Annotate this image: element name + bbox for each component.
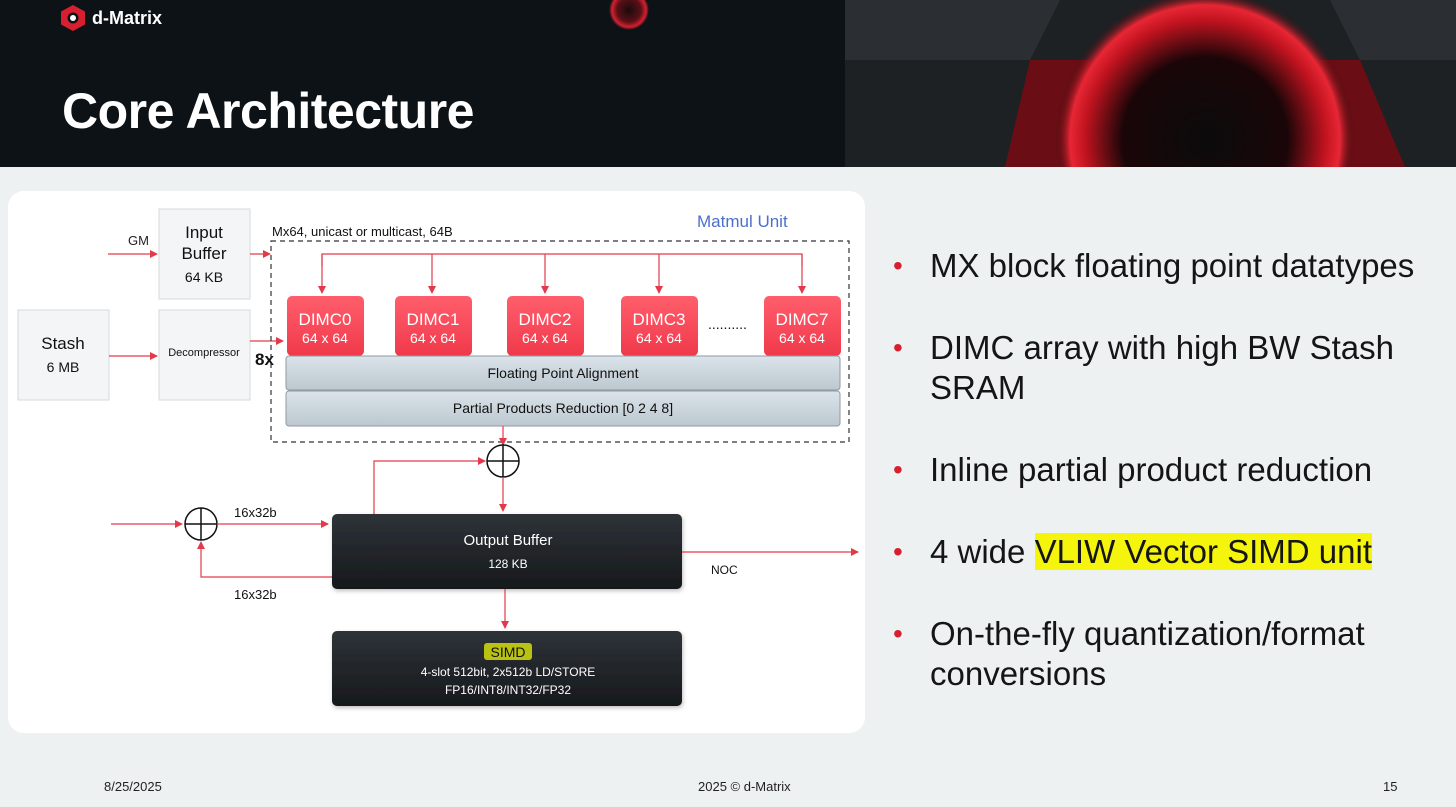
gm-label: GM bbox=[128, 233, 149, 248]
bus-line bbox=[321, 253, 803, 266]
hero-graphic bbox=[609, 0, 1456, 167]
multiplier-label: 8x bbox=[255, 350, 274, 369]
fp-alignment-label: Floating Point Alignment bbox=[488, 365, 639, 381]
dimc-block: DIMC3 64 x 64 bbox=[621, 296, 698, 356]
dimc-name: DIMC0 bbox=[299, 310, 352, 329]
accumulate-circle-icon bbox=[184, 507, 218, 541]
dimc-block: DIMC7 64 x 64 bbox=[764, 296, 841, 356]
dimc-name: DIMC2 bbox=[519, 310, 572, 329]
page-number: 15 bbox=[1383, 779, 1398, 794]
input-buffer-size: 64 KB bbox=[185, 269, 223, 285]
footer-copyright: 2025 © d-Matrix bbox=[698, 779, 791, 794]
bullet-item: Inline partial product reduction bbox=[893, 450, 1456, 490]
dimc-size: 64 x 64 bbox=[522, 330, 568, 346]
stash-size: 6 MB bbox=[47, 359, 80, 375]
bullet-item: On-the-fly quantization/format conversio… bbox=[893, 614, 1456, 694]
partial-products-bar bbox=[285, 390, 841, 427]
architecture-diagram: GM Input Buffer 64 KB Stash 6 MB Decompr… bbox=[8, 191, 865, 733]
input-buffer-label-2: Buffer bbox=[181, 244, 226, 263]
dimc-block: DIMC0 64 x 64 bbox=[287, 296, 364, 356]
loop-back-line bbox=[197, 541, 332, 578]
page-title: Core Architecture bbox=[62, 83, 474, 139]
noc-label: NOC bbox=[711, 563, 738, 577]
dimc-name: DIMC3 bbox=[633, 310, 686, 329]
matmul-unit-label: Matmul Unit bbox=[697, 212, 788, 231]
decompressor-box bbox=[158, 309, 251, 401]
dimc-size: 64 x 64 bbox=[779, 330, 825, 346]
stash-box bbox=[17, 309, 110, 401]
bullet-item: MX block floating point datatypes bbox=[893, 246, 1456, 286]
output-buffer-box bbox=[332, 514, 682, 589]
output-feedback-line bbox=[373, 457, 486, 514]
fp-alignment-bar bbox=[285, 355, 841, 391]
feature-list: MX block floating point datatypes DIMC a… bbox=[893, 246, 1456, 736]
simd-box bbox=[332, 631, 682, 706]
dimc-size: 64 x 64 bbox=[302, 330, 348, 346]
slide-header: d-Matrix Core Architecture bbox=[0, 0, 1456, 167]
brand-logo: d-Matrix bbox=[60, 4, 162, 32]
width-in-label: 16x32b bbox=[234, 505, 277, 520]
footer-date: 8/25/2025 bbox=[104, 779, 162, 794]
dimc-block: DIMC1 64 x 64 bbox=[395, 296, 472, 356]
simd-label: SIMD bbox=[491, 644, 526, 660]
dimc-name: DIMC7 bbox=[776, 310, 829, 329]
decompressor-label: Decompressor bbox=[168, 347, 240, 359]
output-buffer-label: Output Buffer bbox=[464, 532, 553, 549]
dimc-size: 64 x 64 bbox=[410, 330, 456, 346]
matmul-unit-frame bbox=[270, 240, 850, 443]
simd-highlight bbox=[484, 643, 532, 660]
dimc-ellipsis: .......... bbox=[708, 316, 747, 332]
width-loop-label: 16x32b bbox=[234, 587, 277, 602]
input-buffer-label-1: Input bbox=[185, 223, 223, 242]
dimc-name: DIMC1 bbox=[407, 310, 460, 329]
input-buffer-box bbox=[158, 208, 251, 300]
highlighted-text: VLIW Vector SIMD unit bbox=[1034, 533, 1373, 570]
partial-products-label: Partial Products Reduction [0 2 4 8] bbox=[453, 400, 673, 416]
simd-spec-1: 4-slot 512bit, 2x512b LD/STORE bbox=[421, 665, 596, 679]
hexagon-logo-icon bbox=[61, 5, 85, 31]
dimc-block: DIMC2 64 x 64 bbox=[507, 296, 584, 356]
bullet-text: 4 wide bbox=[930, 533, 1035, 570]
stash-label: Stash bbox=[41, 334, 84, 353]
adder-circle-icon bbox=[486, 444, 520, 478]
bus-label: Mx64, unicast or multicast, 64B bbox=[272, 224, 453, 239]
simd-spec-2: FP16/INT8/INT32/FP32 bbox=[445, 683, 571, 697]
brand-name: d-Matrix bbox=[92, 7, 163, 28]
bullet-item: 4 wide VLIW Vector SIMD unit bbox=[893, 532, 1456, 572]
output-buffer-size: 128 KB bbox=[488, 557, 527, 571]
dimc-size: 64 x 64 bbox=[636, 330, 682, 346]
bullet-item: DIMC array with high BW Stash SRAM bbox=[893, 328, 1456, 408]
